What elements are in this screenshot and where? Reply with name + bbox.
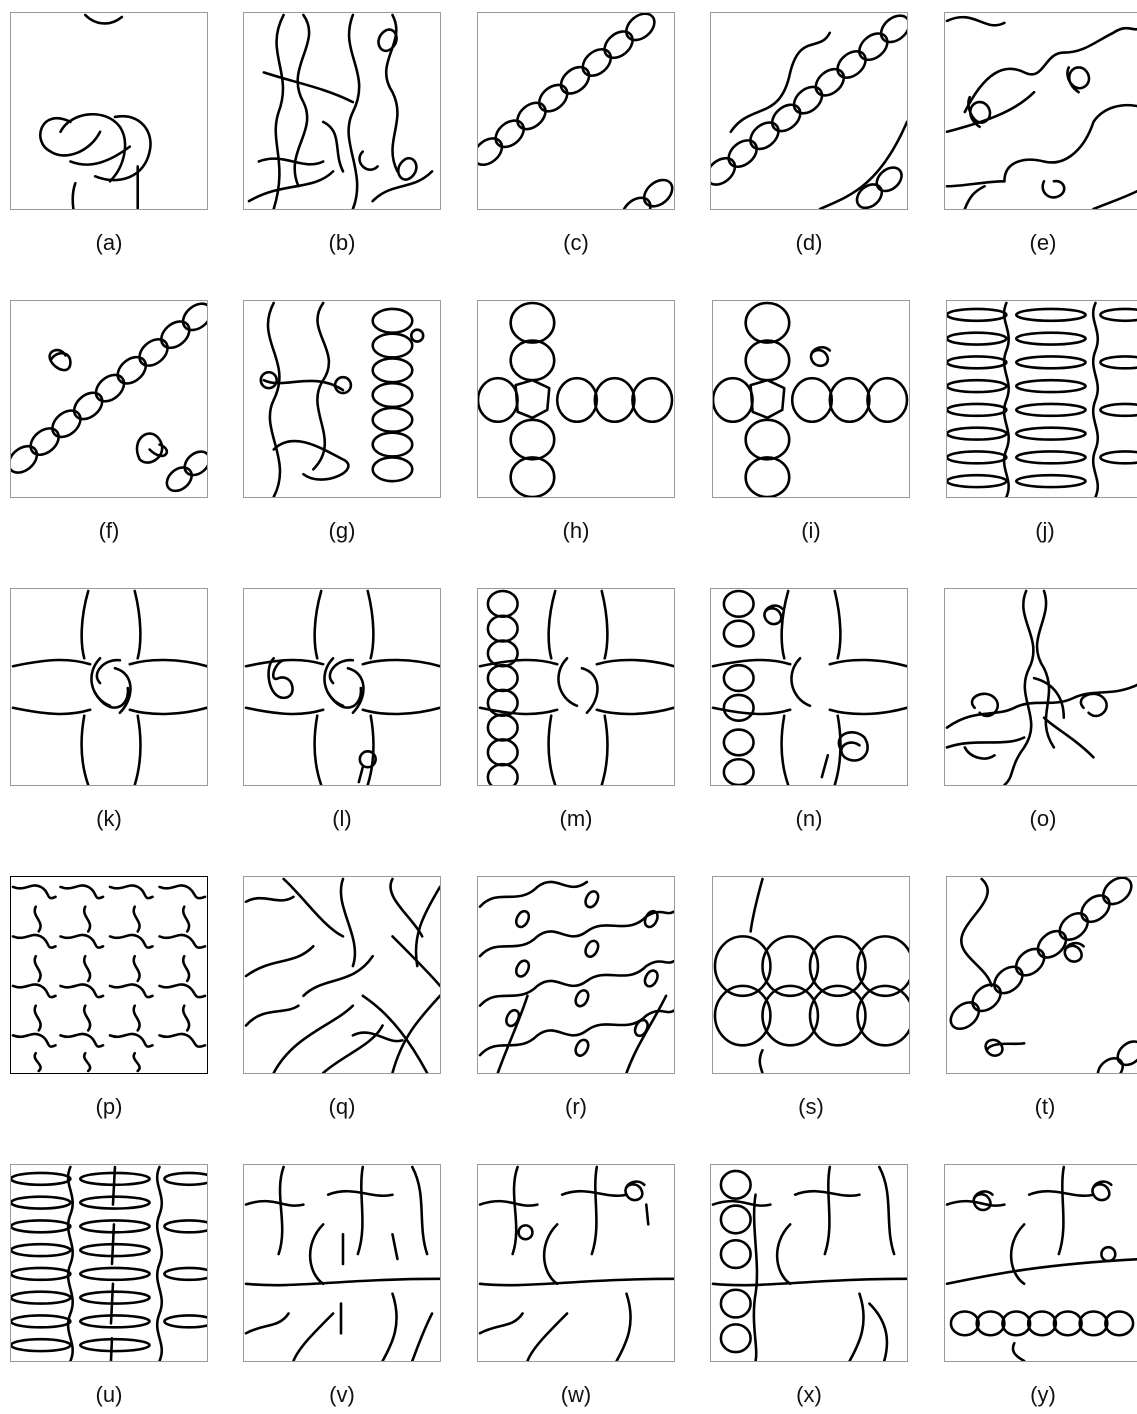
panel-d-diagram — [710, 12, 908, 210]
panel-k-label: (k) — [10, 806, 208, 832]
panel-w-label: (w) — [477, 1382, 675, 1408]
panel-i-label: (i) — [712, 518, 910, 544]
panel-p-label: (p) — [10, 1094, 208, 1120]
panel-x: (x) — [710, 1164, 908, 1362]
panel-r-diagram — [477, 876, 675, 1074]
panel-f: (f) — [10, 300, 208, 498]
panel-s-diagram — [712, 876, 910, 1074]
panel-u-diagram — [10, 1164, 208, 1362]
panel-u: (u) — [10, 1164, 208, 1362]
panel-q-diagram — [243, 876, 441, 1074]
panel-a: (a) — [10, 12, 208, 210]
panel-n-label: (n) — [710, 806, 908, 832]
panel-t-diagram — [946, 876, 1137, 1074]
panel-w: (w) — [477, 1164, 675, 1362]
panel-h: (h) — [477, 300, 675, 498]
panel-y: (y) — [944, 1164, 1137, 1362]
panel-e-diagram — [944, 12, 1137, 210]
panel-u-label: (u) — [10, 1382, 208, 1408]
panel-t: (t) — [946, 876, 1137, 1074]
panel-l-label: (l) — [243, 806, 441, 832]
panel-r: (r) — [477, 876, 675, 1074]
panel-g-label: (g) — [243, 518, 441, 544]
panel-l: (l) — [243, 588, 441, 786]
panel-w-diagram — [477, 1164, 675, 1362]
panel-y-diagram — [944, 1164, 1137, 1362]
panel-g: (g) — [243, 300, 441, 498]
panel-v-diagram — [243, 1164, 441, 1362]
panel-e: (e) — [944, 12, 1137, 210]
panel-d: (d) — [710, 12, 908, 210]
panel-s-label: (s) — [712, 1094, 910, 1120]
panel-t-label: (t) — [946, 1094, 1137, 1120]
panel-p: (p) — [10, 876, 208, 1074]
panel-n: (n) — [710, 588, 908, 786]
panel-k: (k) — [10, 588, 208, 786]
panel-a-label: (a) — [10, 230, 208, 256]
panel-s: (s) — [712, 876, 910, 1074]
panel-n-diagram — [710, 588, 908, 786]
panel-c-diagram — [477, 12, 675, 210]
panel-f-diagram — [10, 300, 208, 498]
panel-b-label: (b) — [243, 230, 441, 256]
panel-x-diagram — [710, 1164, 908, 1362]
panel-k-diagram — [10, 588, 208, 786]
panel-o-diagram — [944, 588, 1137, 786]
panel-y-label: (y) — [944, 1382, 1137, 1408]
panel-f-label: (f) — [10, 518, 208, 544]
panel-l-diagram — [243, 588, 441, 786]
panel-p-diagram — [10, 876, 208, 1074]
panel-b-diagram — [243, 12, 441, 210]
panel-q-label: (q) — [243, 1094, 441, 1120]
panel-v-label: (v) — [243, 1382, 441, 1408]
panel-j-label: (j) — [946, 518, 1137, 544]
panel-i-diagram — [712, 300, 910, 498]
panel-j-diagram — [946, 300, 1137, 498]
panel-m-diagram — [477, 588, 675, 786]
panel-b: (b) — [243, 12, 441, 210]
panel-o: (o) — [944, 588, 1137, 786]
panel-h-label: (h) — [477, 518, 675, 544]
panel-a-diagram — [10, 12, 208, 210]
panel-c: (c) — [477, 12, 675, 210]
panel-m: (m) — [477, 588, 675, 786]
panel-q: (q) — [243, 876, 441, 1074]
panel-d-label: (d) — [710, 230, 908, 256]
panel-r-label: (r) — [477, 1094, 675, 1120]
panel-g-diagram — [243, 300, 441, 498]
panel-c-label: (c) — [477, 230, 675, 256]
panel-v: (v) — [243, 1164, 441, 1362]
panel-o-label: (o) — [944, 806, 1137, 832]
panel-e-label: (e) — [944, 230, 1137, 256]
panel-x-label: (x) — [710, 1382, 908, 1408]
panel-h-diagram — [477, 300, 675, 498]
panel-i: (i) — [712, 300, 910, 498]
panel-m-label: (m) — [477, 806, 675, 832]
panel-j: (j) — [946, 300, 1137, 498]
